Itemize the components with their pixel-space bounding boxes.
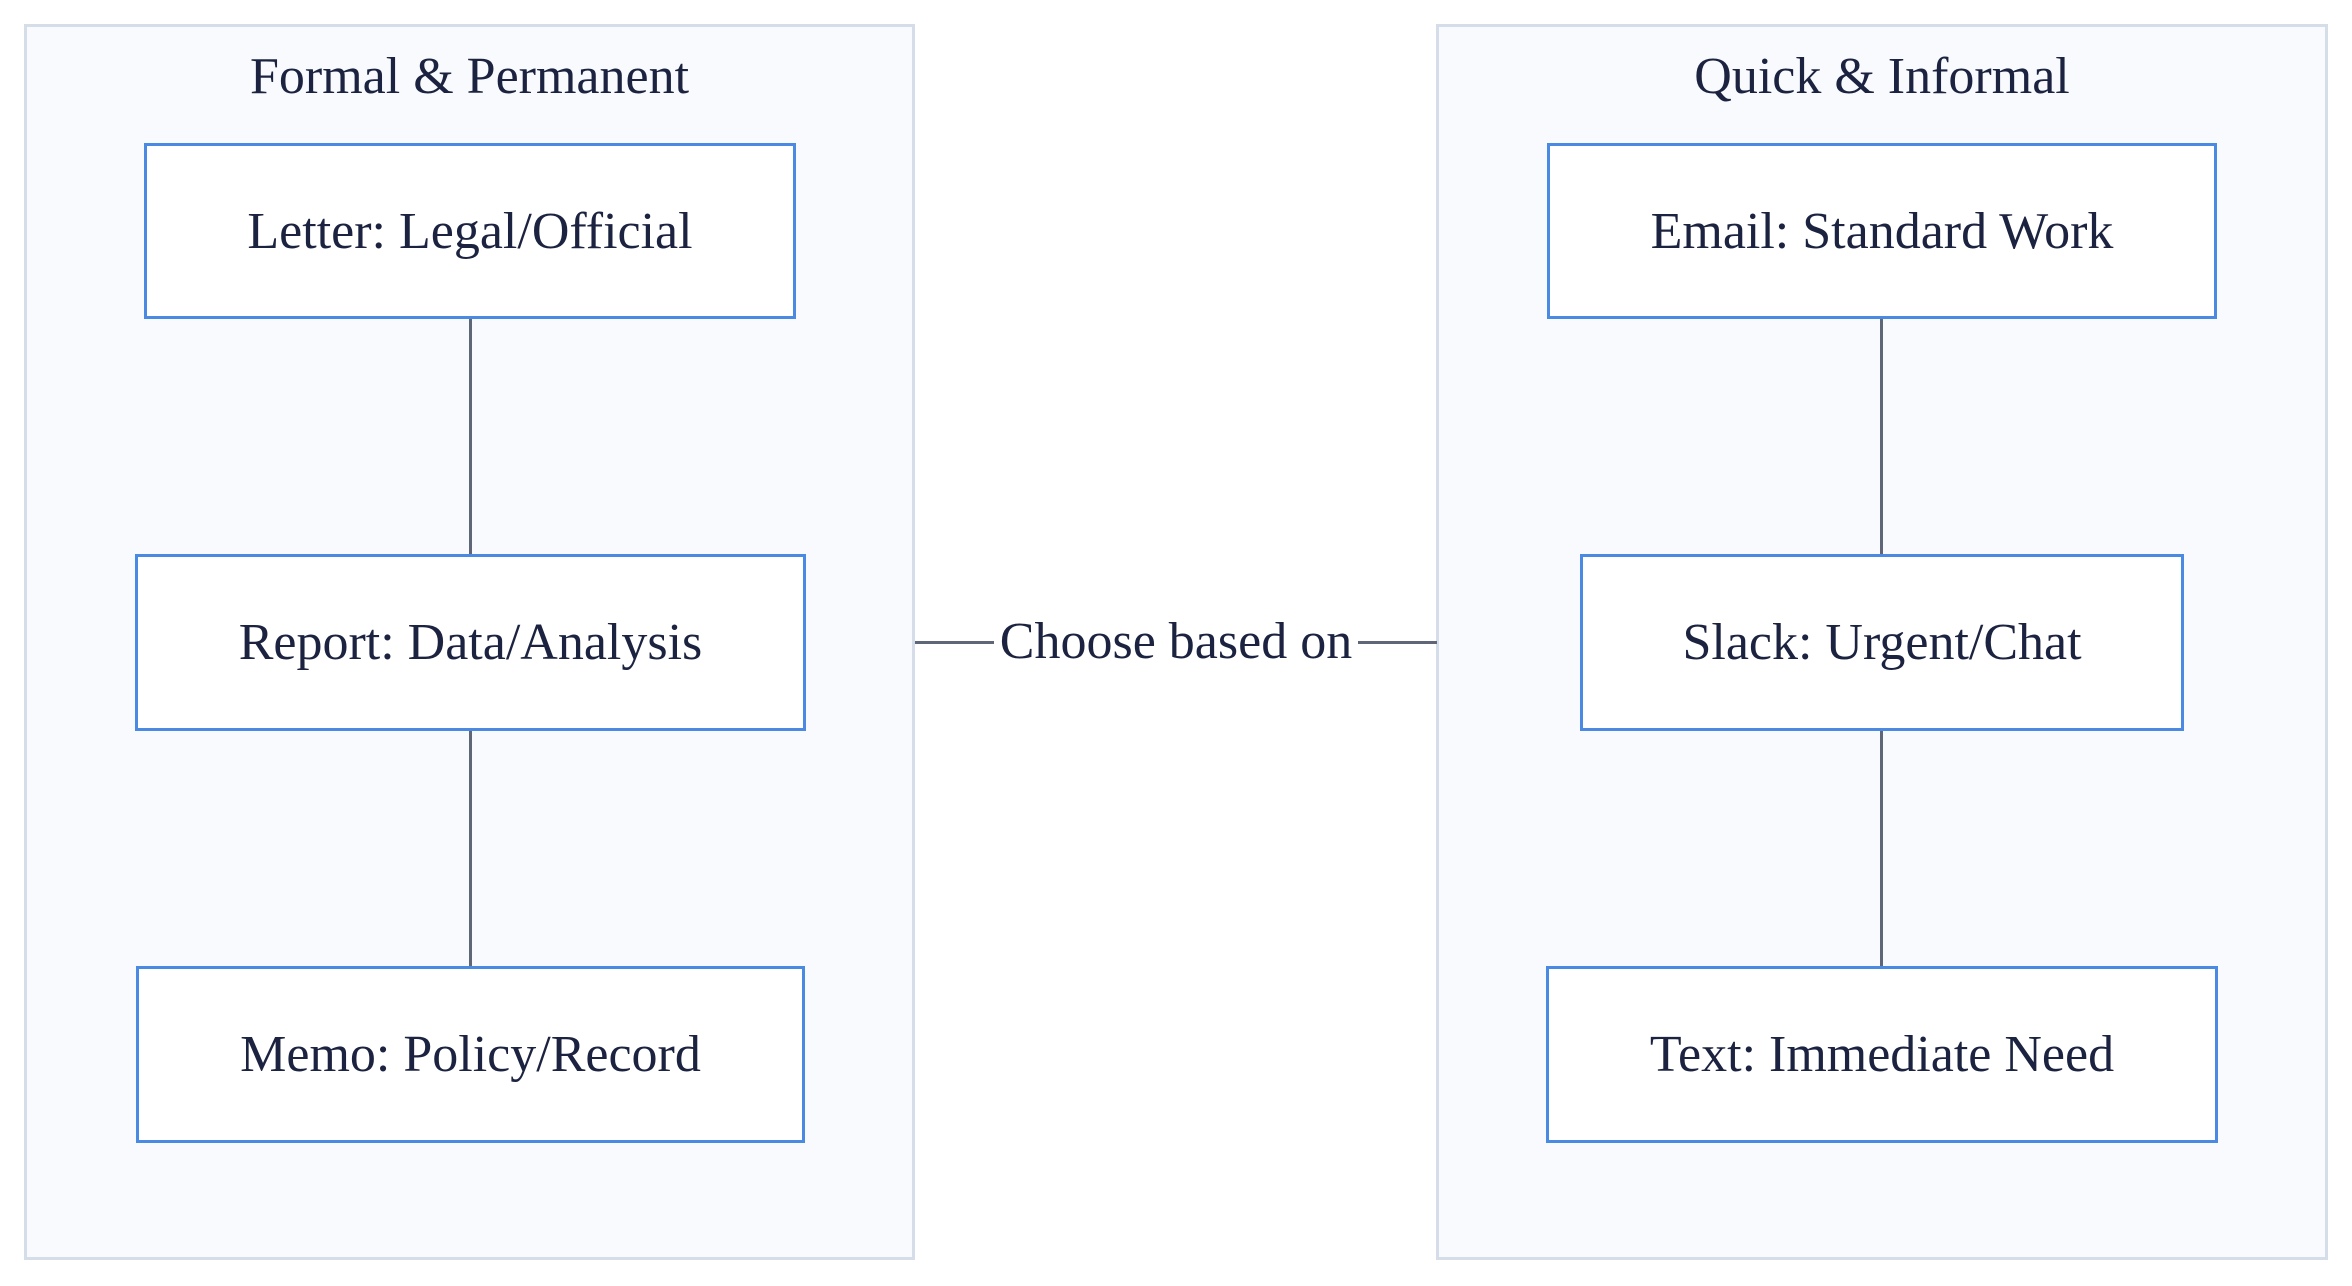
- edge-label: Choose based on: [999, 613, 1353, 670]
- formal-permanent-title: Formal & Permanent: [249, 48, 690, 105]
- connector-letter-report: [469, 318, 472, 556]
- connector-email-slack: [1880, 318, 1883, 556]
- edge-line-right: [1358, 641, 1437, 644]
- connector-slack-text: [1880, 730, 1883, 968]
- node-email[interactable]: Email: Standard Work: [1547, 143, 2217, 319]
- quick-informal-title: Quick & Informal: [1694, 48, 2070, 105]
- node-memo[interactable]: Memo: Policy/Record: [136, 966, 805, 1143]
- node-report[interactable]: Report: Data/Analysis: [135, 554, 806, 731]
- node-slack[interactable]: Slack: Urgent/Chat: [1580, 554, 2184, 731]
- node-text[interactable]: Text: Immediate Need: [1546, 966, 2218, 1143]
- node-letter[interactable]: Letter: Legal/Official: [144, 143, 796, 319]
- connector-report-memo: [469, 730, 472, 968]
- edge-line-left: [915, 641, 994, 644]
